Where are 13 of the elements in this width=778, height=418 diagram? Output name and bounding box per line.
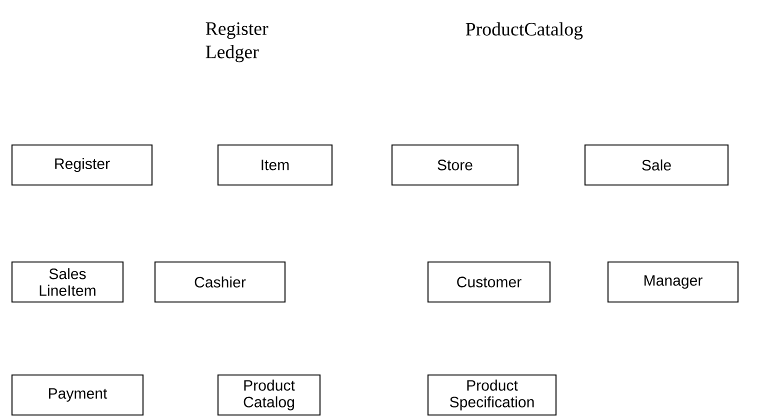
class-box: Sales LineItem (11, 261, 124, 303)
class-box: Manager (607, 261, 739, 303)
class-box: Item (217, 144, 333, 186)
class-box: Cashier (154, 261, 286, 303)
class-box: Register (11, 144, 153, 186)
class-box: Product Catalog (217, 374, 321, 416)
class-box: Product Specification (427, 374, 557, 416)
class-box: Customer (427, 261, 551, 303)
class-box: Store (391, 144, 519, 186)
label-text: ProductCatalog (466, 22, 583, 40)
label-text: Register Ledger (206, 22, 268, 62)
class-box: Payment (11, 374, 144, 416)
class-box: Sale (584, 144, 729, 186)
